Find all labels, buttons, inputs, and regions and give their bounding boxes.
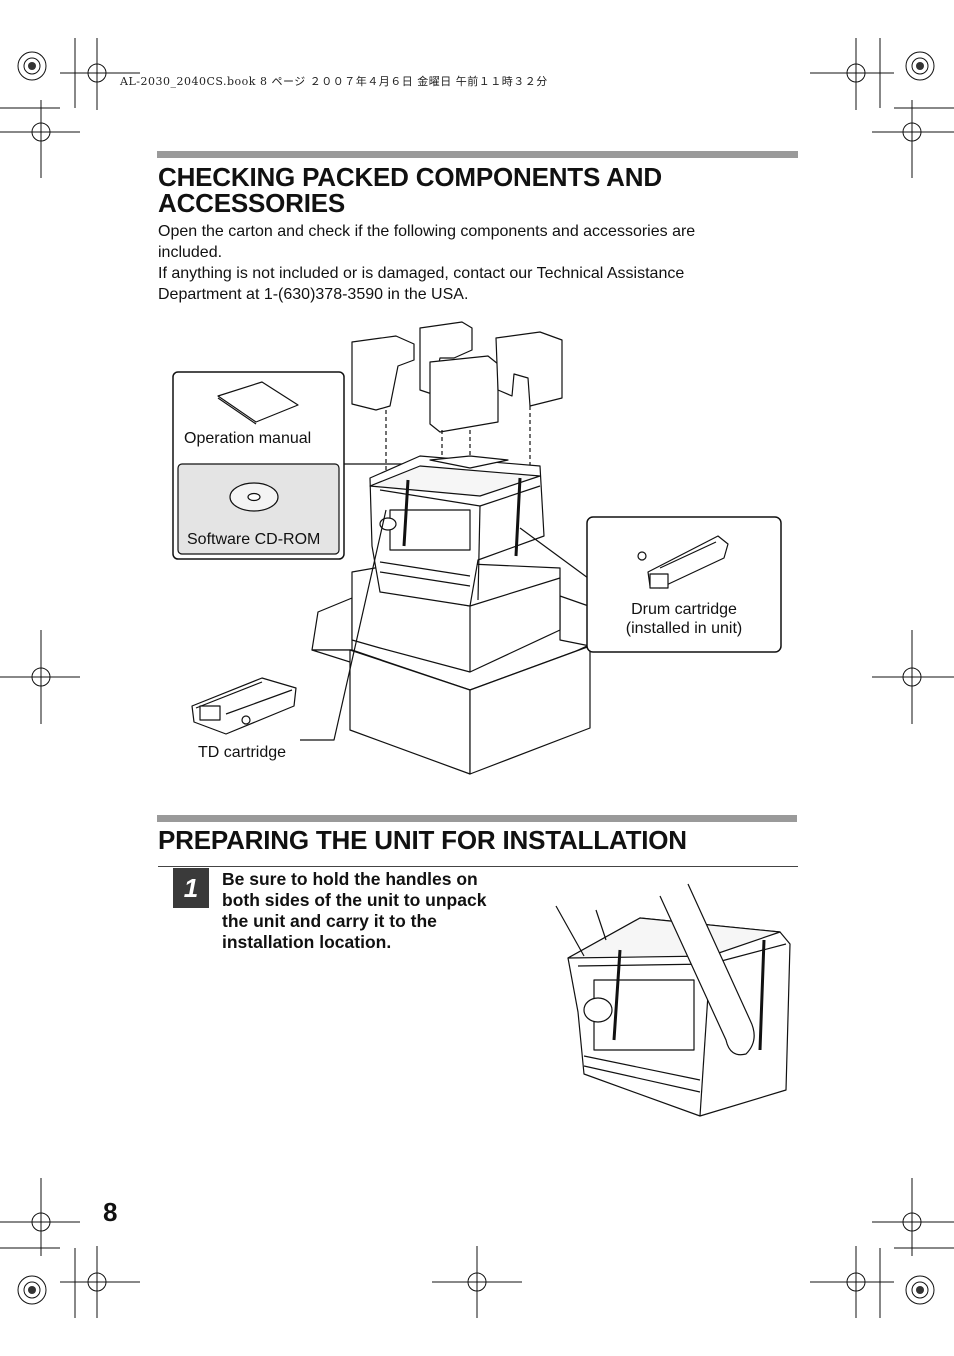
carton-flap-left: [311, 597, 353, 651]
section-1-title-line1: CHECKING PACKED COMPONENTS AND: [158, 162, 662, 192]
step-1-text: Be sure to hold the handles on both side…: [222, 869, 527, 953]
label-drum-cartridge: Drum cartridge: [631, 601, 737, 618]
manual-icon: [217, 381, 299, 423]
carry-unit-illustration: [555, 883, 791, 1117]
step-rule: [158, 866, 798, 867]
packed-components-illustration: [172, 321, 782, 775]
running-header: AL-2030_2040CS.book 8 ページ ２００７年４月６日 金曜日 …: [120, 75, 548, 88]
carton-side: [469, 645, 591, 775]
label-software-cd: Software CD-ROM: [187, 531, 321, 548]
drum-cartridge-icon: [637, 535, 729, 589]
drum-callout-box: [586, 516, 782, 653]
label-operation-manual: Operation manual: [184, 430, 312, 447]
step-line-1: Be sure to hold the handles on: [222, 869, 478, 889]
section-2-title: PREPARING THE UNIT FOR INSTALLATION: [158, 825, 687, 855]
foam-piece-3: [429, 355, 499, 433]
arm-right: [659, 883, 755, 1056]
intro-line-4: Department at 1-(630)378-3590 in the USA…: [158, 286, 469, 303]
label-td-cartridge: TD cartridge: [198, 744, 287, 761]
td-cartridge-icon: [191, 677, 297, 735]
carton-front: [349, 649, 471, 775]
foam-piece-1: [351, 335, 415, 411]
step-number-badge: 1: [173, 868, 209, 908]
intro-line-1: Open the carton and check if the followi…: [158, 223, 696, 240]
section-bar-2: [157, 815, 797, 822]
label-drum-installed: (installed in unit): [625, 620, 743, 637]
section-1-heading: CHECKING PACKED COMPONENTS AND ACCESSORI…: [158, 164, 662, 216]
intro-line-2: included.: [158, 244, 223, 261]
section-bar-1: [157, 151, 798, 158]
intro-line-3: If anything is not included or is damage…: [158, 265, 685, 282]
step-line-4: installation location.: [222, 932, 392, 952]
step-line-3: the unit and carry it to the: [222, 911, 437, 931]
foam-piece-4: [495, 331, 563, 407]
section-1-intro: Open the carton and check if the followi…: [158, 221, 758, 305]
section-1-title-line2: ACCESSORIES: [158, 188, 346, 218]
page-number: 8: [103, 1197, 118, 1227]
step-line-2: both sides of the unit to unpack: [222, 890, 487, 910]
